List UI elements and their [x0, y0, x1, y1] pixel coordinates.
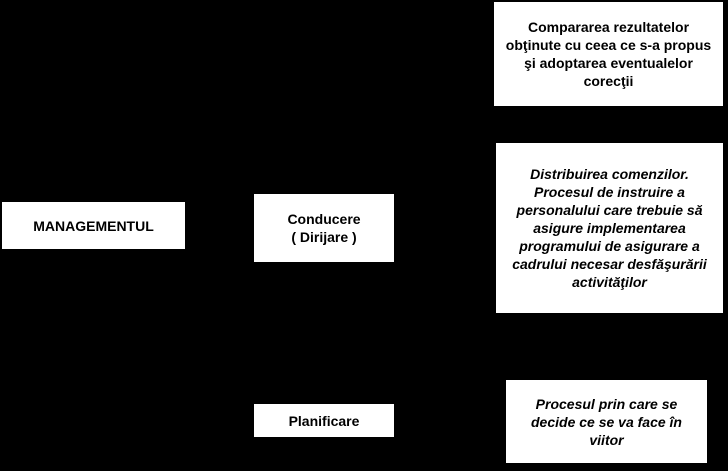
comparare-text: Compararea rezultatelor obţinute cu ceea…	[505, 19, 712, 89]
planificare-label: Planificare	[288, 412, 360, 429]
distribuire-node: Distribuirea comenzilor. Procesul de ins…	[496, 143, 723, 313]
distribuire-text: Distribuirea comenzilor. Procesul de ins…	[512, 166, 707, 290]
planificare-node: Planificare	[254, 404, 394, 437]
management-label: MANAGEMENTUL	[33, 217, 154, 234]
planificare-process-node: Procesul prin care se decide ce se va fa…	[506, 380, 707, 463]
conducere-node: Conducere ( Dirijare )	[254, 194, 394, 262]
planificare-process-text: Procesul prin care se decide ce se va fa…	[531, 395, 682, 448]
conducere-label: Conducere ( Dirijare )	[287, 211, 361, 245]
comparare-node: Compararea rezultatelor obţinute cu ceea…	[494, 2, 723, 106]
management-node: MANAGEMENTUL	[2, 202, 185, 249]
